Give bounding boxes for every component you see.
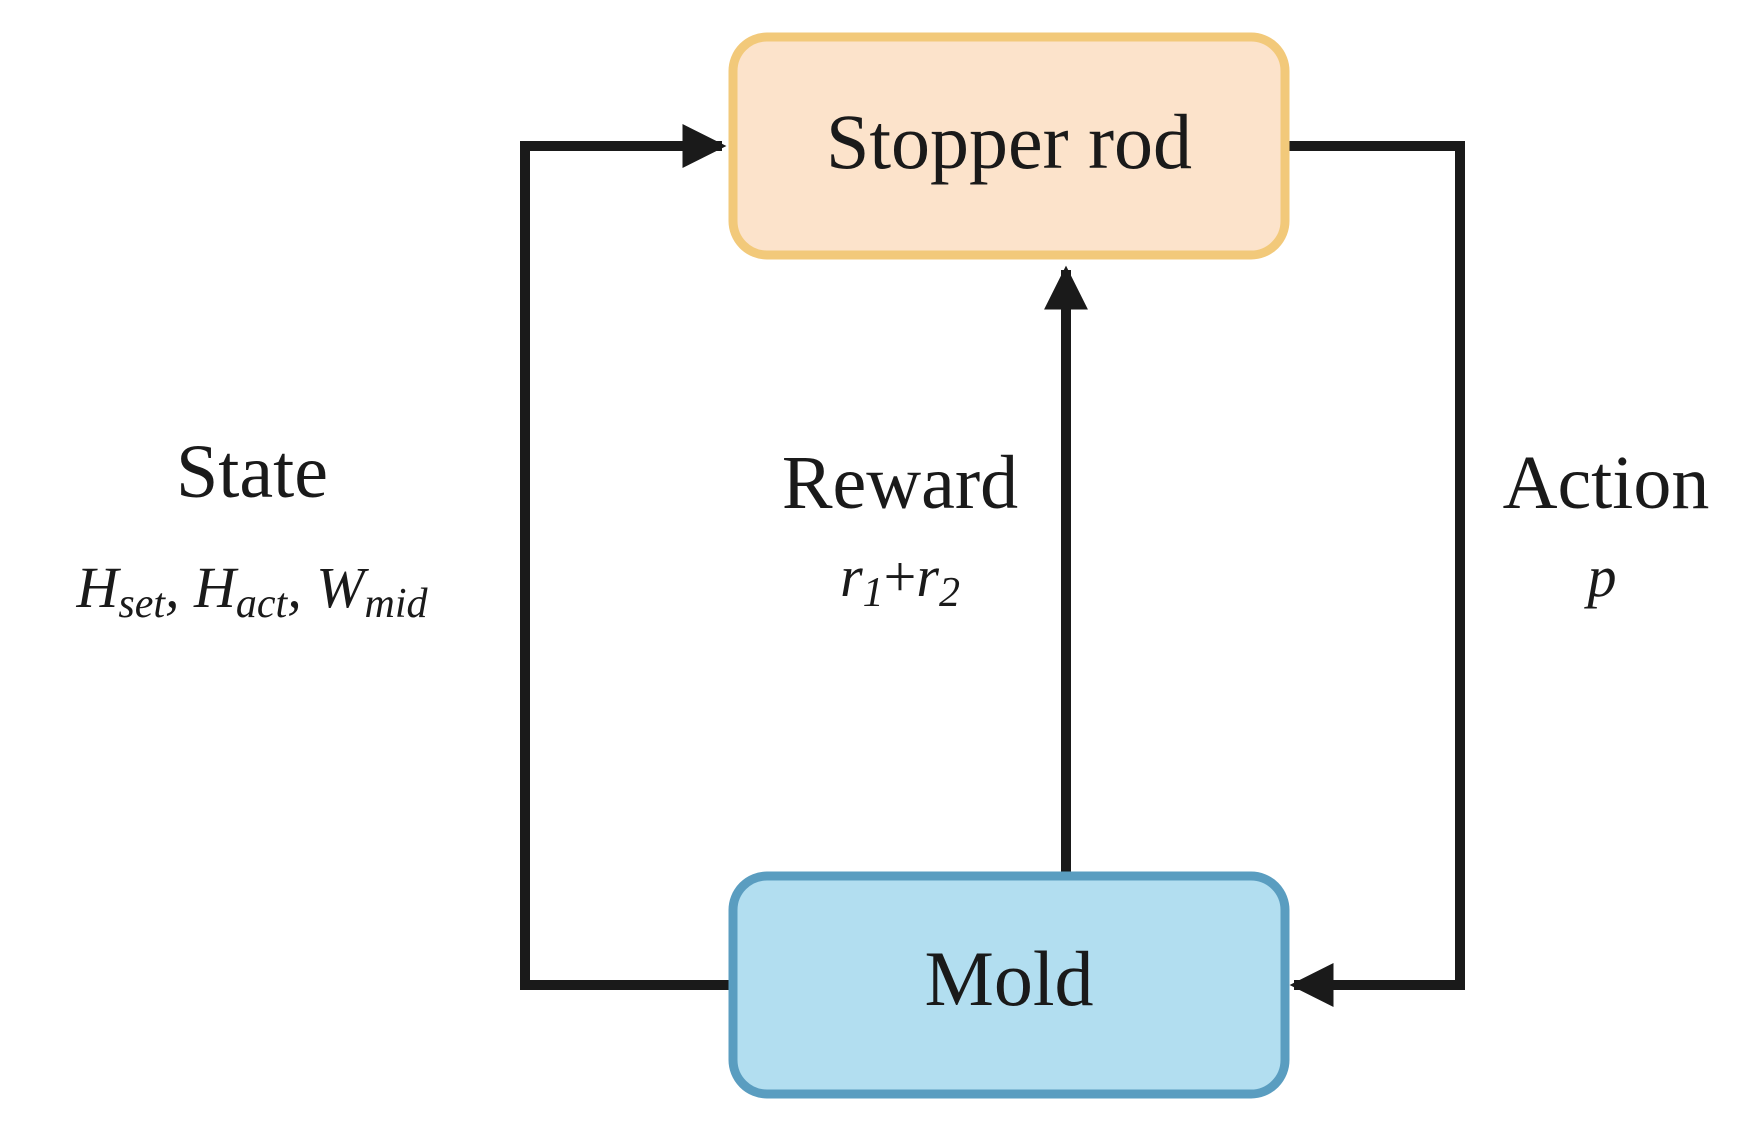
stopper-rod-node: Stopper rod: [728, 32, 1290, 260]
stopper-rod-label: Stopper rod: [826, 98, 1192, 185]
state-formula: Hset, Hact, Wmid: [75, 555, 428, 627]
h-set-subscript: set: [118, 581, 166, 627]
r1-subscript: 1: [863, 570, 884, 616]
reward-title: Reward: [782, 441, 1018, 525]
r2-base: r: [916, 544, 939, 609]
reward-formula: r1+r2: [840, 544, 960, 616]
action-annotation: Action p: [1503, 441, 1710, 609]
state-title: State: [176, 430, 328, 514]
w-mid-subscript: mid: [365, 581, 429, 627]
action-symbol: p: [1584, 544, 1617, 609]
r2-subscript: 2: [939, 570, 960, 616]
state-annotation: State Hset, Hact, Wmid: [75, 430, 428, 627]
h-act-base: H: [193, 555, 239, 620]
state-separator-2: ,: [287, 555, 316, 620]
h-set-base: H: [75, 555, 121, 620]
stopper-rod-box: [728, 32, 1290, 260]
r1-base: r: [840, 544, 863, 609]
state-connector: [520, 123, 733, 990]
w-mid-base: W: [316, 555, 369, 620]
h-act-subscript: act: [236, 581, 289, 627]
action-connector: [1285, 141, 1465, 1008]
mold-node: Mold: [728, 871, 1290, 1099]
mold-label: Mold: [924, 935, 1093, 1022]
action-title: Action: [1503, 441, 1710, 525]
reward-plus: +: [884, 544, 917, 609]
state-separator-1: ,: [165, 555, 194, 620]
mold-box: [728, 871, 1290, 1099]
reward-annotation: Reward r1+r2: [782, 441, 1018, 616]
